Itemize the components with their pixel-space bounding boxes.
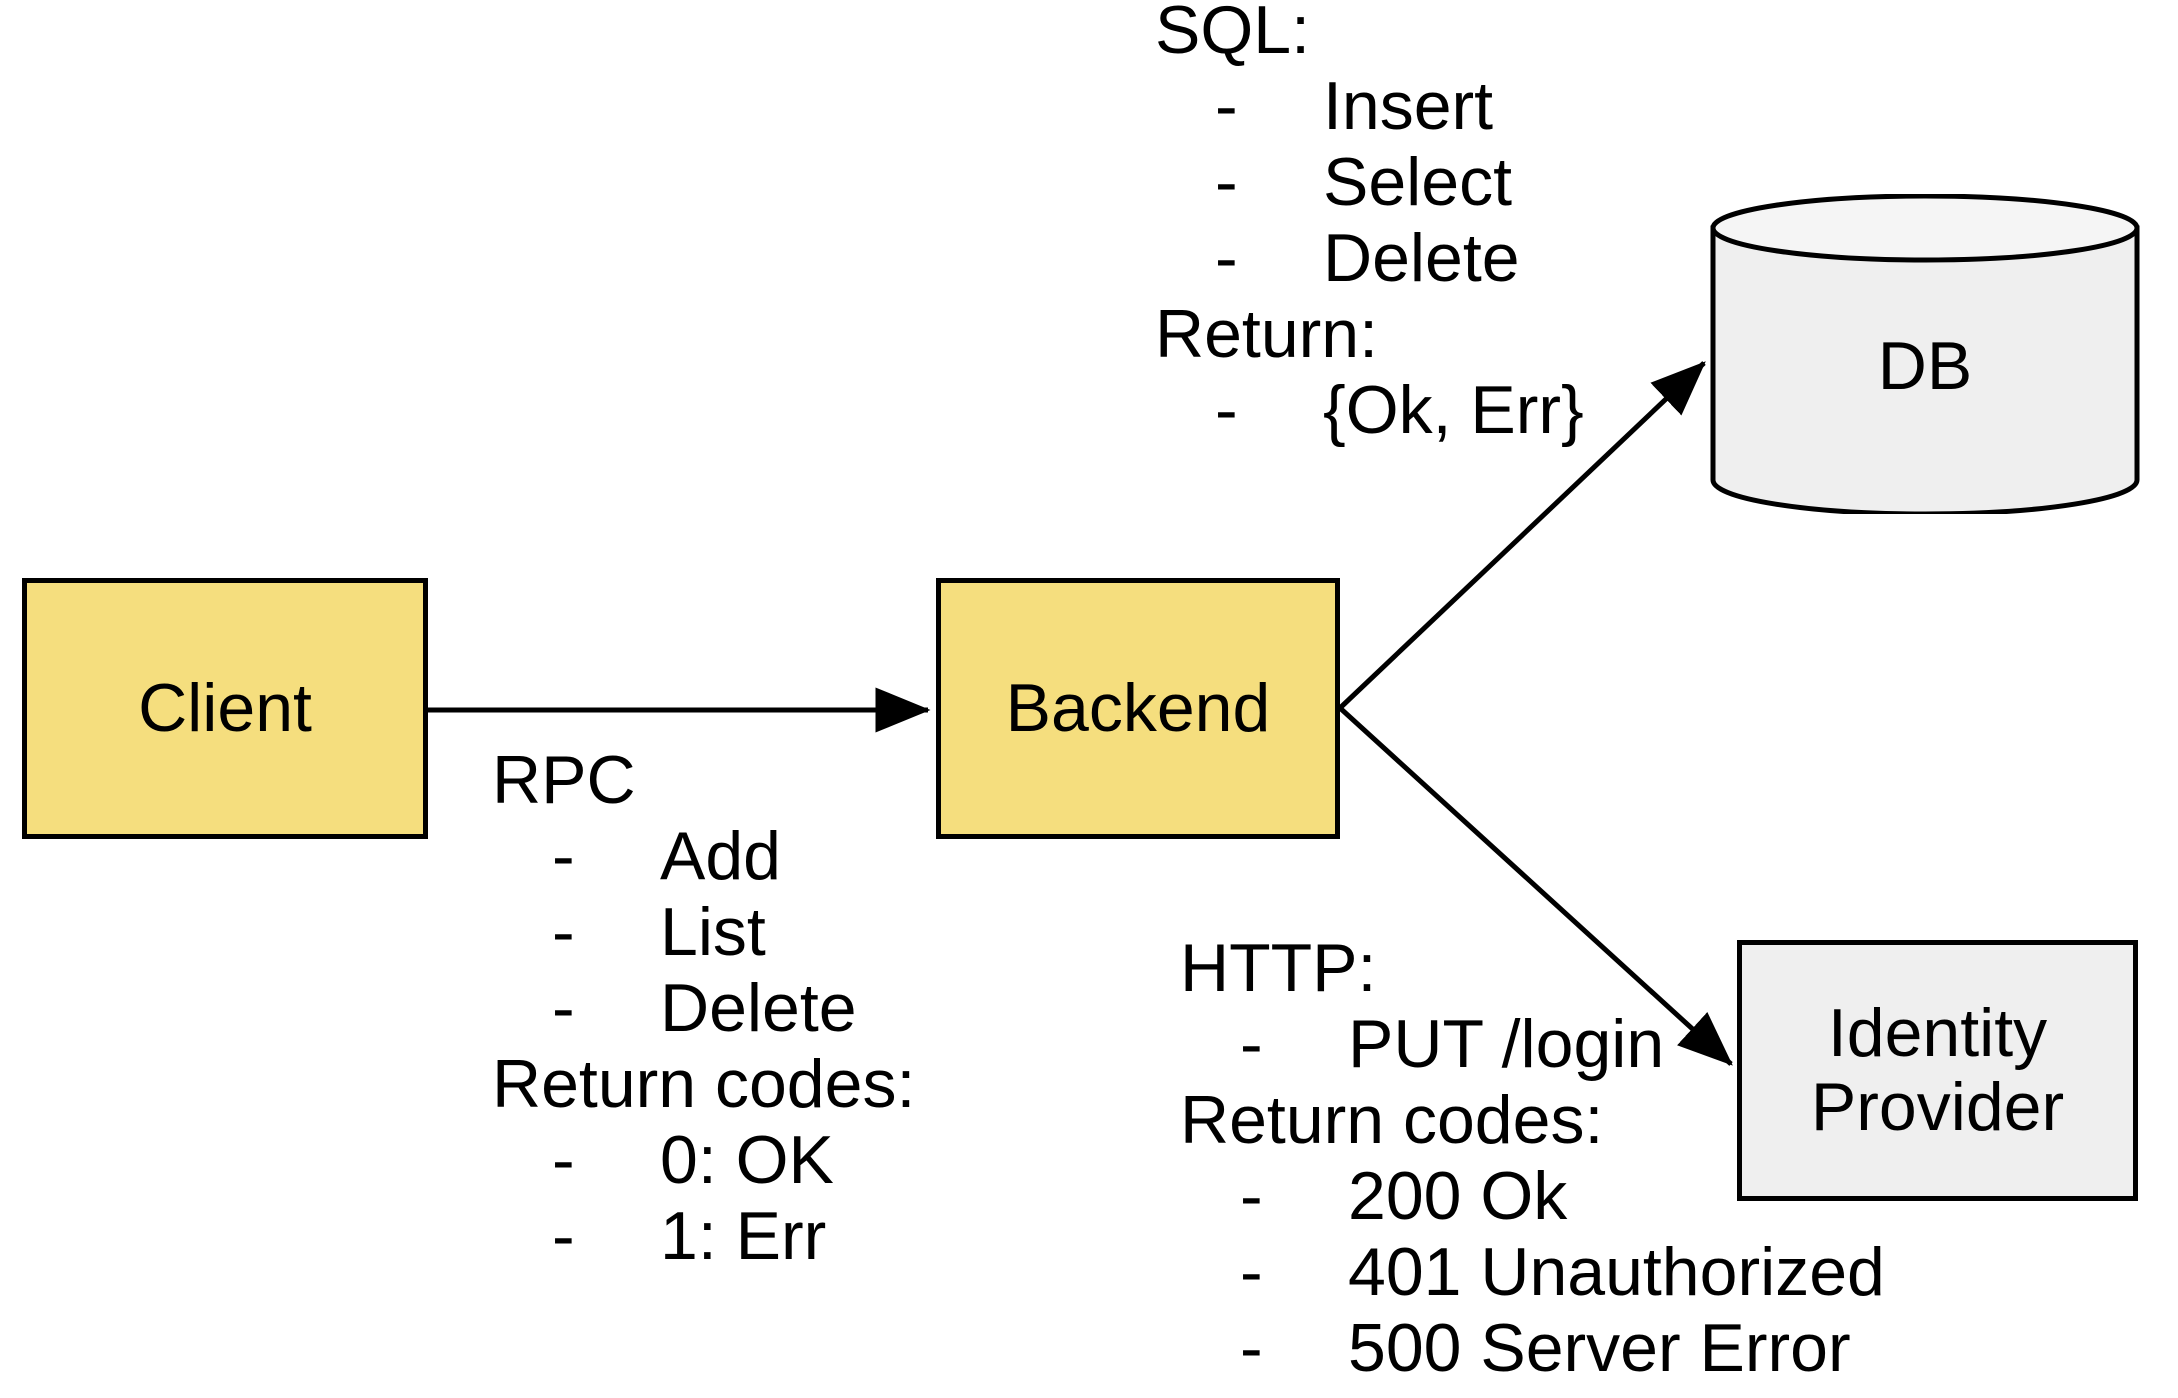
annotation-http-return-item: - 200 Ok bbox=[1240, 1158, 1568, 1234]
annotation-http-return-item: - 500 Server Error bbox=[1240, 1310, 1851, 1386]
annotation-sql-item: - Delete bbox=[1215, 220, 1520, 296]
annotation-rpc-return-item: - 0: OK bbox=[552, 1122, 834, 1198]
bullet-dash-icon: - bbox=[1215, 372, 1238, 448]
node-identity-provider[interactable]: Identity Provider bbox=[1737, 940, 2138, 1201]
annotation-sql: SQL: - Insert - Select - Delete Return: … bbox=[1155, 0, 1584, 448]
annotation-http-item: - PUT /login bbox=[1240, 1006, 1665, 1082]
bullet-dash-icon: - bbox=[1240, 1006, 1263, 1082]
bullet-dash-icon: - bbox=[1240, 1234, 1263, 1310]
bullet-dash-icon: - bbox=[1240, 1310, 1263, 1386]
annotation-http: HTTP: - PUT /login Return codes: - 200 O… bbox=[1180, 930, 1885, 1386]
annotation-rpc-item: - List bbox=[552, 894, 766, 970]
bullet-dash-icon: - bbox=[552, 818, 575, 894]
bullet-dash-icon: - bbox=[552, 894, 575, 970]
annotation-sql-item: - Insert bbox=[1215, 68, 1494, 144]
node-backend[interactable]: Backend bbox=[936, 578, 1340, 839]
annotation-http-return-header: Return codes: bbox=[1180, 1082, 1604, 1158]
annotation-sql-item: - Select bbox=[1215, 144, 1512, 220]
database-cylinder-icon bbox=[1710, 193, 2140, 517]
bullet-dash-icon: - bbox=[1215, 144, 1238, 220]
bullet-dash-icon: - bbox=[552, 1198, 575, 1274]
bullet-dash-icon: - bbox=[552, 1122, 575, 1198]
annotation-http-header: HTTP: bbox=[1180, 930, 1377, 1006]
node-backend-label: Backend bbox=[1005, 669, 1271, 746]
bullet-dash-icon: - bbox=[1215, 220, 1238, 296]
annotation-sql-header: SQL: bbox=[1155, 0, 1310, 68]
annotation-rpc-return-item: - 1: Err bbox=[552, 1198, 827, 1274]
node-client-label: Client bbox=[138, 669, 312, 746]
annotation-sql-return-header: Return: bbox=[1155, 296, 1378, 372]
annotation-http-return-item: - 401 Unauthorized bbox=[1240, 1234, 1885, 1310]
bullet-dash-icon: - bbox=[1240, 1158, 1263, 1234]
bullet-dash-icon: - bbox=[552, 970, 575, 1046]
node-client[interactable]: Client bbox=[22, 578, 428, 839]
annotation-rpc-return-header: Return codes: bbox=[492, 1046, 916, 1122]
annotation-sql-return-item: - {Ok, Err} bbox=[1215, 372, 1584, 448]
node-db[interactable]: DB bbox=[1710, 193, 2140, 517]
annotation-rpc-item: - Add bbox=[552, 818, 781, 894]
annotation-rpc-item: - Delete bbox=[552, 970, 857, 1046]
annotation-rpc-header: RPC bbox=[492, 742, 636, 818]
bullet-dash-icon: - bbox=[1215, 68, 1238, 144]
annotation-rpc: RPC - Add - List - Delete Return codes: … bbox=[492, 742, 915, 1274]
node-identity-provider-label: Identity Provider bbox=[1810, 995, 2065, 1145]
